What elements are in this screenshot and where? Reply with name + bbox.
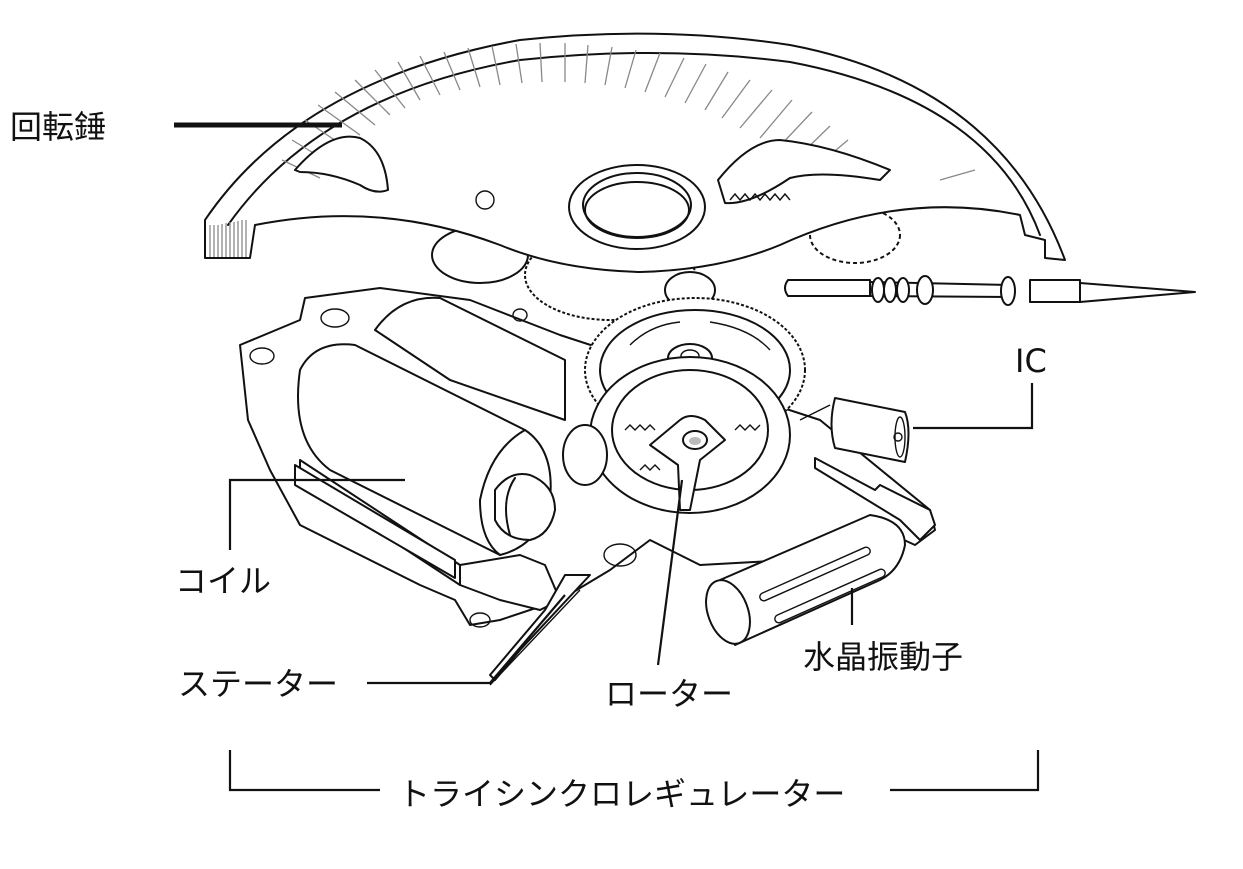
- label-ic: IC: [1015, 342, 1047, 380]
- label-coil: コイル: [175, 562, 271, 600]
- coil: [294, 296, 566, 579]
- winding-stem: [784, 275, 1196, 306]
- leader-rotor: [656, 479, 684, 666]
- label-stator: ステーター: [178, 665, 338, 703]
- rotor: [562, 356, 791, 514]
- label-rotor: ローター: [605, 675, 733, 713]
- leader-ic: [913, 383, 1034, 430]
- label-crystal-oscillator: 水晶振動子: [803, 638, 963, 676]
- label-oscillating-weight: 回転錘: [10, 108, 106, 146]
- label-regulator: トライシンクロレギュレーター: [398, 775, 845, 813]
- bracket-regulator-left: [228, 750, 380, 792]
- leader-stator: [367, 594, 566, 685]
- crystal-oscillator: [705, 457, 936, 646]
- ic-component: [799, 397, 910, 463]
- leader-lines: [174, 122, 1040, 792]
- oscillating-weight: [204, 32, 1066, 273]
- bracket-regulator-right: [890, 750, 1040, 792]
- leader-coil: [228, 478, 405, 550]
